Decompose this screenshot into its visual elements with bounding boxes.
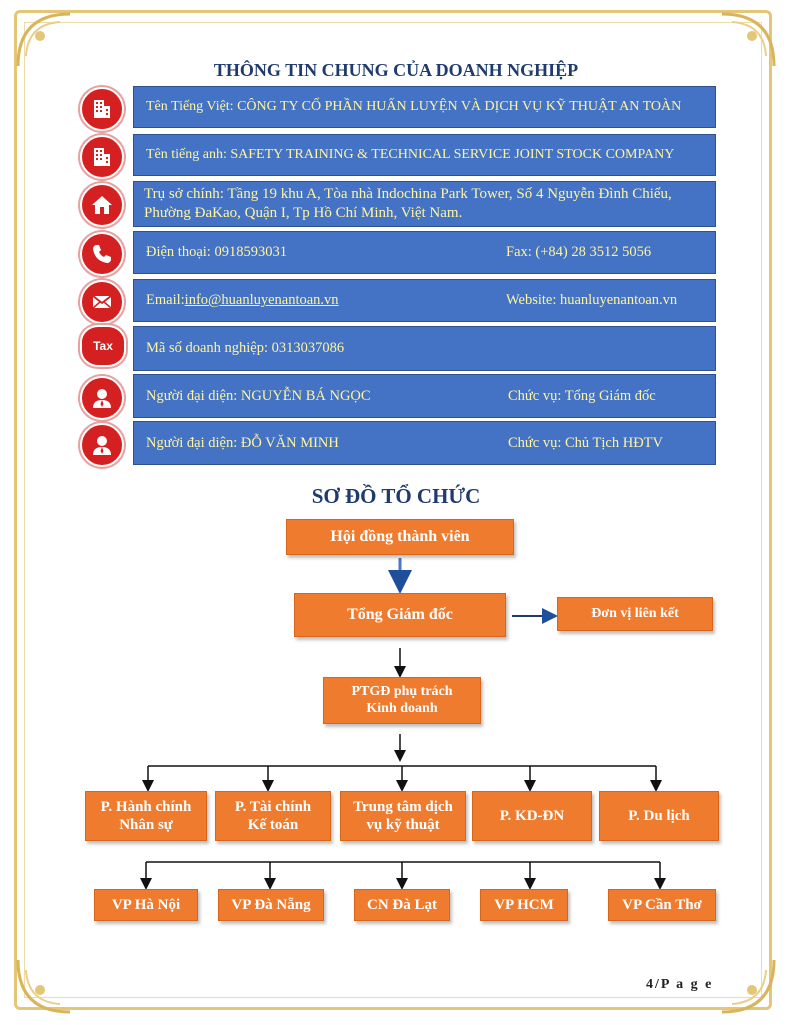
office-box: VP Đà Nẵng xyxy=(218,889,324,921)
phone-icon xyxy=(80,232,124,276)
office-label: VP Hà Nội xyxy=(111,897,181,913)
email-bar: Email: info@huanluyenantoan.vn Website: … xyxy=(133,279,716,322)
office-box: VP Hà Nội xyxy=(94,889,198,921)
envelope-icon xyxy=(80,280,124,324)
corner-ornament-bottom-left xyxy=(16,959,71,1014)
building-icon xyxy=(80,87,124,131)
affiliate-label: Đơn vị liên kết xyxy=(591,605,679,621)
board-box: Hội đồng thành viên xyxy=(286,519,514,555)
office-label: VP Cần Thơ xyxy=(622,897,702,913)
office-label: CN Đà Lạt xyxy=(367,897,437,913)
office-box: CN Đà Lạt xyxy=(354,889,450,921)
department-label-line2: Nhân sự xyxy=(119,817,173,833)
office-label: VP HCM xyxy=(494,897,554,913)
building-icon xyxy=(80,135,124,179)
ceo-box: Tổng Giám đốc xyxy=(294,593,506,637)
representative-1-bar: Người đại diện: NGUYỄN BÁ NGỌC Chức vụ: … xyxy=(133,374,716,418)
department-box: Trung tâm dịch vụ kỹ thuật xyxy=(340,791,466,841)
department-box: P. KD-ĐN xyxy=(472,791,592,841)
representative-2-position: Chức vụ: Chủ Tịch HĐTV xyxy=(508,434,663,451)
home-icon xyxy=(80,183,124,227)
phone-number: Điện thoại: 0918593031 xyxy=(146,244,287,260)
representative-1-name: Người đại diện: NGUYỄN BÁ NGỌC xyxy=(146,387,371,404)
department-label: P. Du lịch xyxy=(628,808,690,824)
company-name-vi: Tên Tiếng Việt: CÔNG TY CỔ PHẦN HUẤN LUY… xyxy=(146,99,682,114)
page-number: 4/P a g e xyxy=(646,977,714,992)
headquarters-bar: Trụ sở chính: Tầng 19 khu A, Tòa nhà Ind… xyxy=(133,181,716,227)
department-label-line2: vụ kỹ thuật xyxy=(366,817,440,833)
company-name-en: Tên tiếng anh: SAFETY TRAINING & TECHNIC… xyxy=(146,147,675,162)
tax-icon-label: Tax xyxy=(93,339,113,353)
company-name-vi-bar: Tên Tiếng Việt: CÔNG TY CỔ PHẦN HUẤN LUY… xyxy=(133,86,716,128)
department-label-line1: P. Tài chính xyxy=(234,799,312,815)
office-box: VP Cần Thơ xyxy=(608,889,716,921)
page-inner-border xyxy=(24,22,762,998)
office-label: VP Đà Nẵng xyxy=(231,897,311,913)
representative-2-bar: Người đại diện: ĐỖ VĂN MINH Chức vụ: Chủ… xyxy=(133,421,716,465)
tax-code: Mã số doanh nghiệp: 0313037086 xyxy=(146,340,345,356)
board-label: Hội đồng thành viên xyxy=(330,528,470,546)
department-box: P. Tài chính Kế toán xyxy=(215,791,331,841)
person-icon xyxy=(80,423,124,467)
page-border xyxy=(14,10,772,1010)
deputy-label-line2: Kinh doanh xyxy=(366,700,438,716)
company-name-en-bar: Tên tiếng anh: SAFETY TRAINING & TECHNIC… xyxy=(133,134,716,176)
department-label-line2: Kế toán xyxy=(247,817,299,833)
corner-ornament-bottom-right xyxy=(721,959,776,1014)
department-label-line1: P. Hành chính xyxy=(100,799,192,815)
corner-ornament-top-left xyxy=(16,12,71,67)
company-info-title: THÔNG TIN CHUNG CỦA DOANH NGHIỆP xyxy=(213,60,579,80)
department-box: P. Hành chính Nhân sự xyxy=(85,791,207,841)
tax-icon: Tax xyxy=(80,325,126,367)
fax-number: Fax: (+84) 28 3512 5056 xyxy=(506,244,652,260)
representative-2-name: Người đại diện: ĐỖ VĂN MINH xyxy=(146,434,339,451)
deputy-box: PTGĐ phụ trách Kinh doanh xyxy=(323,677,481,724)
ceo-label: Tổng Giám đốc xyxy=(347,606,453,624)
tax-code-bar: Mã số doanh nghiệp: 0313037086 xyxy=(133,326,716,371)
department-label-line1: Trung tâm dịch xyxy=(353,799,453,815)
headquarters-address: Trụ sở chính: Tầng 19 khu A, Tòa nhà Ind… xyxy=(144,185,672,222)
department-label: P. KD-ĐN xyxy=(499,808,565,824)
office-box: VP HCM xyxy=(480,889,568,921)
representative-1-position: Chức vụ: Tổng Giám đốc xyxy=(508,387,656,404)
phone-bar: Điện thoại: 0918593031 Fax: (+84) 28 351… xyxy=(133,231,716,274)
deputy-label-line1: PTGĐ phụ trách xyxy=(351,683,453,699)
affiliate-box: Đơn vị liên kết xyxy=(557,597,713,631)
website-text: Website: huanluyenantoan.vn xyxy=(506,292,678,308)
department-box: P. Du lịch xyxy=(599,791,719,841)
org-chart-title: SƠ ĐỒ TỔ CHỨC xyxy=(311,484,481,508)
email-label: Email: xyxy=(146,292,185,308)
corner-ornament-top-right xyxy=(721,12,776,67)
person-icon xyxy=(80,376,124,420)
email-link[interactable]: info@huanluyenantoan.vn xyxy=(184,292,339,308)
